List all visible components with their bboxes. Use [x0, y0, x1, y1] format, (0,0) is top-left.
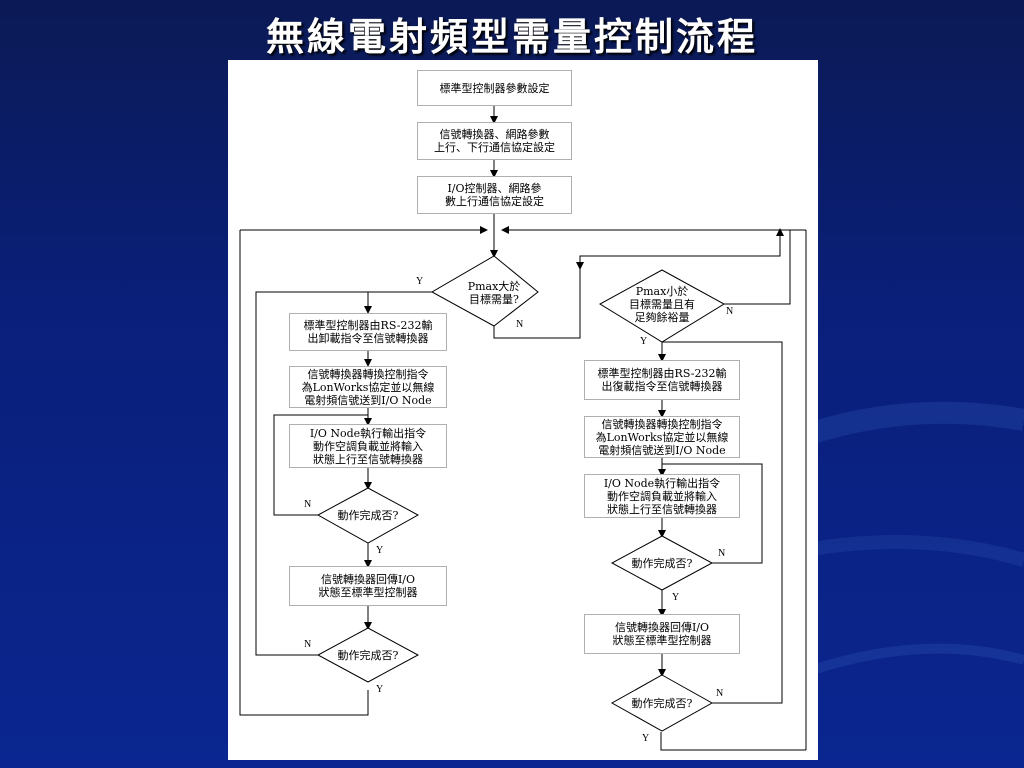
box-right-convert-command: 信號轉換器轉換控制指令 為LonWorks協定並以無線 電射頻信號送到I/O N…: [584, 416, 740, 458]
decision-right-done-1: 動作完成否?: [631, 557, 693, 570]
box-right-return-status: 信號轉換器回傳I/O 狀態至標準型控制器: [584, 614, 740, 654]
label-n-left-d2: N: [304, 499, 312, 510]
box-left-io-node-exec: I/O Node執行輸出指令 動作空調負載並將輸入 狀態上行至信號轉換器: [289, 424, 447, 468]
page-number: 81: [505, 748, 519, 763]
box-left-convert-command: 信號轉換器轉換控制指令 為LonWorks協定並以無線 電射頻信號送到I/O N…: [289, 366, 447, 408]
flowchart-panel: [228, 60, 818, 760]
label-n-right-d2: N: [718, 548, 726, 559]
label-y-right-d3: Y: [642, 733, 650, 744]
box-right-reload-command: 標準型控制器由RS-232輸 出復載指令至信號轉換器: [584, 360, 740, 400]
label-n-left-d3: N: [304, 639, 312, 650]
box-controller-param-setting: 標準型控制器參數設定: [417, 70, 572, 106]
label-n-left-decision: N: [516, 319, 524, 330]
label-y-right-decision: Y: [640, 336, 648, 347]
decision-pmax-less: Pmax小於 目標需量且有 足夠餘裕量: [629, 285, 695, 324]
label-n-right-decision: N: [726, 306, 734, 317]
slide-title: 無線電射頻型需量控制流程: [265, 14, 758, 59]
decision-pmax-greater: Pmax大於 目標需量?: [467, 280, 521, 306]
label-y-left-d3: Y: [376, 684, 384, 695]
label-n-right-d3: N: [716, 688, 724, 699]
decision-left-done-2: 動作完成否?: [337, 649, 399, 662]
label-y-right-d2: Y: [672, 592, 680, 603]
label-y-left-decision: Y: [416, 276, 424, 287]
box-io-controller-setting: I/O控制器、網路參 數上行通信協定設定: [417, 176, 572, 214]
decision-left-done-1: 動作完成否?: [337, 509, 399, 522]
box-signal-converter-setting: 信號轉換器、網路參數 上行、下行通信協定設定: [417, 122, 572, 160]
label-y-left-d2: Y: [376, 545, 384, 556]
decision-right-done-2: 動作完成否?: [631, 697, 693, 710]
box-right-io-node-exec: I/O Node執行輸出指令 動作空調負載並將輸入 狀態上行至信號轉換器: [584, 474, 740, 518]
box-left-return-status: 信號轉換器回傳I/O 狀態至標準型控制器: [289, 566, 447, 606]
box-left-unload-command: 標準型控制器由RS-232輸 出卸載指令至信號轉換器: [289, 313, 447, 351]
